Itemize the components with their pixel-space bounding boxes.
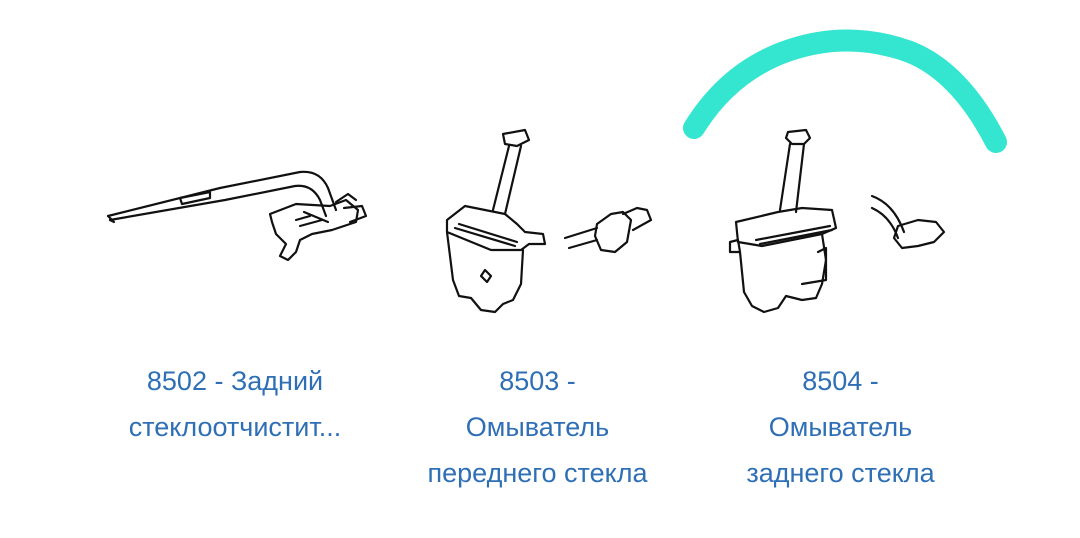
part-link-8503[interactable]: 8503 - Омыватель переднего стекла <box>395 358 680 496</box>
part-title-line2: стеклоотчистит... <box>128 412 342 442</box>
part-title-line1: 8503 - <box>499 366 576 396</box>
part-title-line1: 8504 - <box>802 366 879 396</box>
part-link-8502[interactable]: 8502 - Задний стеклоотчистит... <box>90 358 380 450</box>
front-washer-image[interactable] <box>425 120 665 320</box>
part-link-8504[interactable]: 8504 - Омыватель заднего стекла <box>698 358 983 496</box>
part-title-line2: Омыватель <box>768 412 913 442</box>
part-card-8503[interactable]: 8503 - Омыватель переднего стекла <box>395 0 680 538</box>
rear-wiper-image[interactable] <box>100 160 370 280</box>
part-card-8504[interactable]: 8504 - Омыватель заднего стекла <box>698 0 983 538</box>
rear-washer-image[interactable] <box>722 122 962 322</box>
part-title-line2: Омыватель <box>465 412 610 442</box>
part-title-line3: переднего стекла <box>427 458 648 488</box>
part-title-line1: 8502 - Задний <box>146 366 324 396</box>
part-card-8502[interactable]: 8502 - Задний стеклоотчистит... <box>90 0 380 538</box>
part-title-line3: заднего стекла <box>746 458 935 488</box>
